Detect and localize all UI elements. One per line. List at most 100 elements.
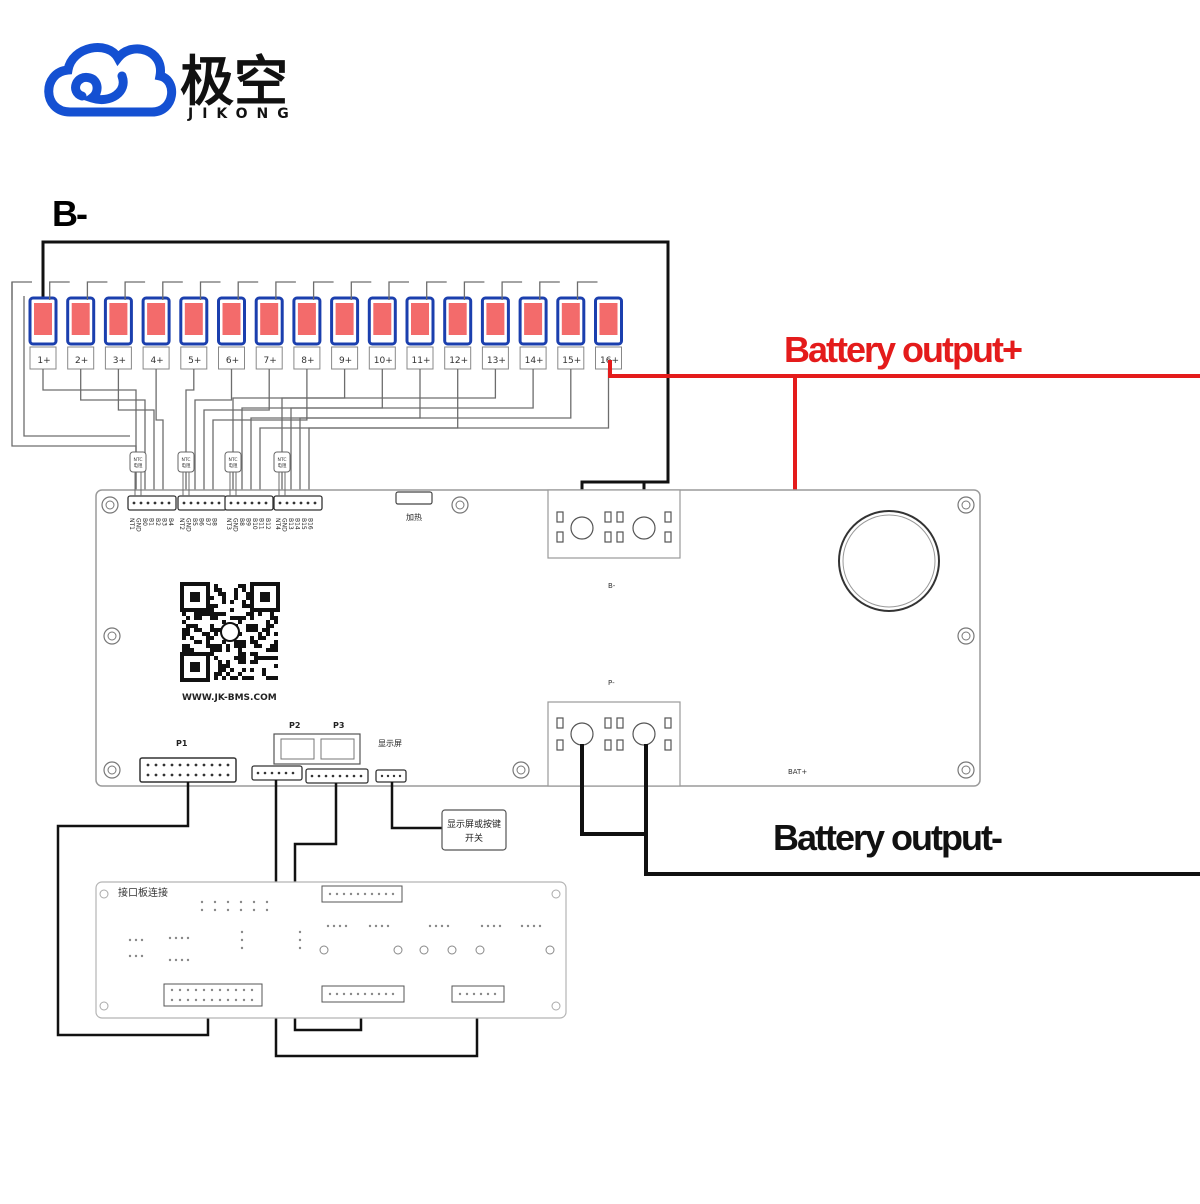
interface-header-top	[321, 885, 403, 903]
pin-label: B8	[211, 518, 218, 526]
cloud-logo-icon	[44, 43, 177, 117]
svg-text:NTC: NTC	[182, 457, 191, 463]
heater-label: 加热	[406, 512, 422, 522]
pin-label: B15	[300, 518, 307, 530]
svg-text:电阻: 电阻	[278, 462, 287, 469]
b-minus-label: B-	[52, 193, 87, 234]
battery-positive-wire	[608, 360, 1200, 378]
battery-cell: 15+	[556, 296, 586, 370]
battery-cell: 6+	[217, 296, 246, 370]
switch-box-line1: 显示屏或按键	[447, 818, 501, 830]
battery-cell: 7+	[254, 296, 284, 370]
cell-label: 15+	[562, 356, 581, 366]
p-minus-terminal	[556, 717, 672, 751]
pin-label: NT2	[178, 518, 185, 530]
cell-label: 8+	[301, 356, 314, 366]
pin-label: NT4	[274, 518, 281, 530]
balance-connectors	[127, 495, 323, 511]
current-sensor-ring	[838, 510, 940, 612]
mounting-holes	[101, 496, 975, 779]
cell-label: 13+	[487, 356, 506, 366]
svg-text:NTC: NTC	[134, 457, 143, 463]
pin-label: B13	[287, 518, 294, 530]
cell-label: 14+	[525, 356, 544, 366]
terminal-p-label: P-	[608, 679, 615, 687]
cell-label: 3+	[113, 356, 126, 366]
p1-cable	[56, 782, 210, 1037]
pin-label: B1	[148, 518, 155, 526]
cell-label: 12+	[449, 356, 468, 366]
balance-connector	[224, 495, 274, 511]
battery-output-plus-label: Battery output+	[784, 329, 1022, 370]
svg-text:电阻: 电阻	[134, 462, 143, 469]
pin-label: NT1	[128, 518, 135, 530]
pin-label: B14	[294, 518, 301, 530]
b-minus-wire	[41, 240, 670, 510]
switch-box-line2: 开关	[465, 832, 483, 844]
p1-connector	[139, 757, 237, 783]
svg-text:NTC: NTC	[229, 457, 238, 463]
p2-connector	[251, 765, 303, 781]
balance-connector	[127, 495, 177, 511]
p3-connector	[305, 768, 369, 784]
battery-cell: 1+	[28, 296, 58, 370]
cell-label: 5+	[188, 356, 201, 366]
terminal-b-label: B-	[608, 582, 616, 590]
pin-label: B16	[307, 518, 314, 530]
cell-label: 4+	[150, 356, 163, 366]
pin-label: GND	[135, 518, 142, 532]
pin-label: B4	[167, 518, 174, 526]
battery-cell: 16+	[594, 296, 623, 370]
interface-board-label: 接口板连接	[118, 886, 168, 899]
p1-label: P1	[176, 739, 188, 748]
p3-label: P3	[333, 721, 344, 730]
svg-text:电阻: 电阻	[229, 462, 238, 469]
battery-cell: 8+	[292, 296, 322, 370]
pin-label: B12	[264, 518, 271, 530]
display-connector	[375, 769, 407, 783]
display-label: 显示屏	[378, 739, 402, 748]
pin-label: B3	[161, 518, 168, 526]
p2-label: P2	[289, 721, 300, 730]
battery-cell: 13+	[480, 296, 510, 370]
pin-label: B0	[141, 518, 148, 526]
battery-cell: 2+	[66, 296, 96, 370]
website-label: WWW.JK-BMS.COM	[182, 693, 277, 703]
interface-p3-connector	[321, 985, 405, 1003]
pin-label: B7	[204, 518, 211, 526]
interface-board: 接口板连接	[95, 881, 567, 1019]
battery-cell: 5+	[179, 296, 209, 370]
pin-label: NT3	[225, 518, 232, 530]
b-minus-terminal	[556, 511, 672, 543]
battery-cell: 3+	[103, 296, 133, 370]
battery-cell: 14+	[518, 296, 548, 370]
jikong-logo: 极空 JIKONG	[44, 43, 289, 122]
bat-plus-label: BAT+	[788, 768, 807, 776]
interface-p1-connector	[163, 983, 263, 1007]
pin-label: B9	[245, 518, 252, 526]
battery-output-minus-label: Battery output-	[773, 817, 1002, 858]
sampling-wires	[11, 281, 610, 496]
battery-cells: 1+ 2+ 3+ 4+ 5+ 6+7+ 8+ 9+ 10+ 11+ 12+ 13+ 14+ 15+ 16+	[28, 296, 623, 370]
battery-cell: 4+	[141, 296, 171, 370]
cell-label: 11+	[412, 356, 431, 366]
cell-label: 2+	[75, 356, 88, 366]
switch-wire	[390, 782, 442, 830]
svg-text:电阻: 电阻	[182, 462, 191, 469]
cell-label: 9+	[339, 356, 352, 366]
pin-label: GND	[281, 518, 288, 532]
pin-label: B8	[238, 518, 245, 526]
battery-cell: 9+	[330, 296, 360, 370]
pin-label: B11	[258, 518, 265, 530]
cell-label: 10+	[374, 356, 393, 366]
battery-cell: 12+	[443, 296, 473, 370]
pin-label: B2	[154, 518, 161, 526]
balance-connector	[273, 495, 323, 511]
